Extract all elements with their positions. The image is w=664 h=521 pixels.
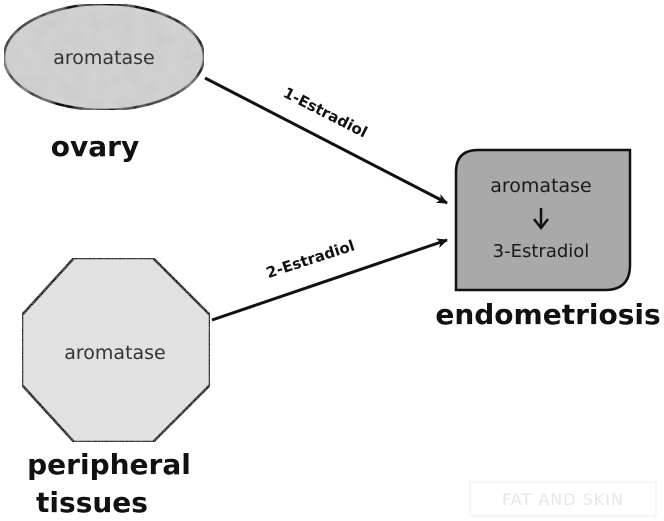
endometriosis-product-label: 3-Estradiol: [493, 241, 590, 262]
ovary-node: aromatase: [2, 2, 206, 112]
edge-peripheral-to-endometriosis: [211, 238, 448, 322]
edge-label-1-estradiol: 1-Estradiol: [280, 84, 370, 142]
ovary-enzyme-label: aromatase: [53, 47, 155, 69]
down-arrow-icon: [533, 208, 549, 231]
peripheral-enzyme-label: aromatase: [64, 342, 166, 364]
watermark: FAT AND SKIN: [469, 481, 657, 517]
peripheral-label-line2: tissues: [36, 486, 148, 519]
edge-ovary-to-endometriosis: [204, 76, 448, 205]
endometriosis-box: [454, 148, 632, 292]
watermark-text: FAT AND SKIN: [502, 490, 624, 509]
peripheral-label-line1: peripheral: [27, 448, 191, 481]
ovary-ellipse: [2, 2, 206, 112]
endometriosis-node: aromatase 3-Estradiol: [454, 148, 632, 292]
endometriosis-label: endometriosis: [435, 298, 660, 331]
peripheral-octagon: [20, 256, 212, 444]
ovary-label: ovary: [51, 130, 139, 163]
endometriosis-enzyme-label: aromatase: [490, 175, 592, 197]
peripheral-tissues-node: aromatase: [20, 256, 212, 444]
